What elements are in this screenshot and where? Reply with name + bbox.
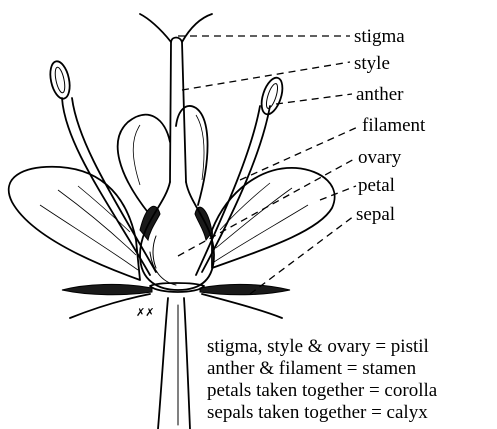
note-calyx: sepals taken together = calyx (207, 402, 428, 424)
right-anther (258, 75, 287, 117)
note-pistil: stigma, style & ovary = pistil (207, 336, 429, 358)
leader-anther (276, 94, 352, 104)
leader-sepal (250, 216, 354, 294)
back-right-petal (176, 106, 208, 205)
left-petal (9, 167, 140, 280)
label-anther: anther (356, 84, 404, 105)
right-sepal (200, 284, 290, 318)
leader-filament (240, 126, 360, 180)
label-filament: filament (362, 115, 426, 136)
inner-base-right (195, 207, 212, 240)
note-corolla: petals taken together = corolla (207, 380, 437, 402)
note-stamen: anther & filament = stamen (207, 358, 416, 380)
artist-mark: ✗✗ (136, 306, 154, 319)
style (170, 42, 186, 182)
label-ovary: ovary (358, 147, 402, 168)
label-stigma: stigma (354, 26, 405, 47)
stigma (140, 14, 212, 42)
left-anther (47, 60, 73, 101)
label-sepal: sepal (356, 204, 395, 225)
stem (158, 298, 190, 429)
label-style: style (354, 53, 390, 74)
label-petal: petal (358, 175, 395, 196)
leader-petal (320, 186, 356, 200)
ovary (140, 182, 214, 290)
